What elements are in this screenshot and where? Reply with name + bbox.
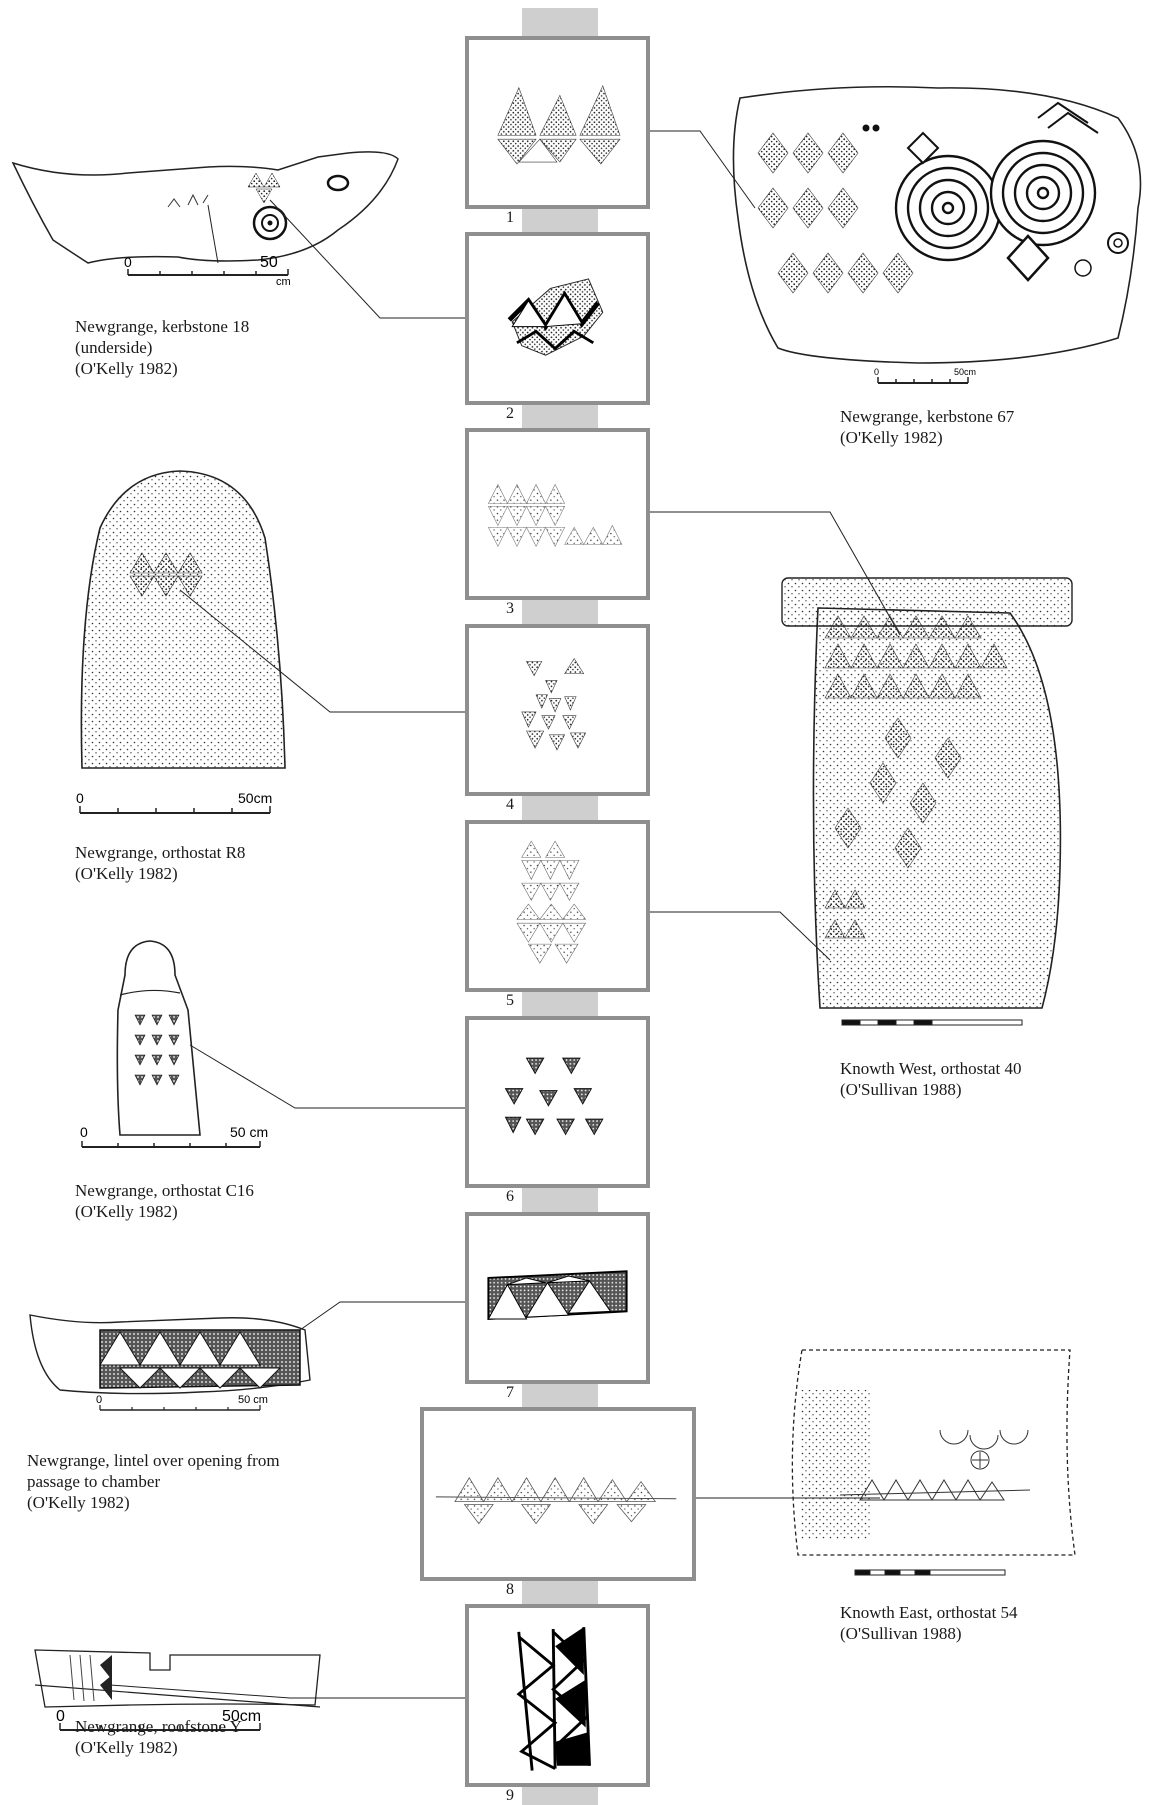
caption-line: Newgrange, orthostat R8	[75, 842, 245, 863]
caption-line: Knowth West, orthostat 40	[840, 1058, 1022, 1079]
caption-line: Newgrange, lintel over opening from	[27, 1450, 280, 1471]
caption-roofstone-y: Newgrange, roofstone Y (O'Kelly 1982)	[75, 1716, 242, 1758]
caption-line: Newgrange, orthostat C16	[75, 1180, 254, 1201]
caption-line: passage to chamber	[27, 1471, 280, 1492]
caption-knowth-east-54: Knowth East, orthostat 54 (O'Sullivan 19…	[840, 1602, 1018, 1644]
caption-line: (O'Kelly 1982)	[75, 1737, 242, 1758]
caption-orthostat-r8: Newgrange, orthostat R8 (O'Kelly 1982)	[75, 842, 245, 884]
caption-line: (O'Sullivan 1988)	[840, 1079, 1022, 1100]
caption-lintel: Newgrange, lintel over opening from pass…	[27, 1450, 280, 1513]
caption-knowth-west-40: Knowth West, orthostat 40 (O'Sullivan 19…	[840, 1058, 1022, 1100]
caption-line: (underside)	[75, 337, 249, 358]
caption-line: (O'Kelly 1982)	[75, 1201, 254, 1222]
caption-line: Newgrange, kerbstone 18	[75, 316, 249, 337]
caption-kerbstone-18: Newgrange, kerbstone 18 (underside) (O'K…	[75, 316, 249, 379]
caption-line: (O'Sullivan 1988)	[840, 1623, 1018, 1644]
caption-line: Newgrange, roofstone Y	[75, 1716, 242, 1737]
caption-line: (O'Kelly 1982)	[75, 358, 249, 379]
caption-line: (O'Kelly 1982)	[840, 427, 1014, 448]
caption-kerbstone-67: Newgrange, kerbstone 67 (O'Kelly 1982)	[840, 406, 1014, 448]
caption-line: Newgrange, kerbstone 67	[840, 406, 1014, 427]
caption-line: Knowth East, orthostat 54	[840, 1602, 1018, 1623]
caption-line: (O'Kelly 1982)	[75, 863, 245, 884]
caption-line: (O'Kelly 1982)	[27, 1492, 280, 1513]
caption-orthostat-c16: Newgrange, orthostat C16 (O'Kelly 1982)	[75, 1180, 254, 1222]
